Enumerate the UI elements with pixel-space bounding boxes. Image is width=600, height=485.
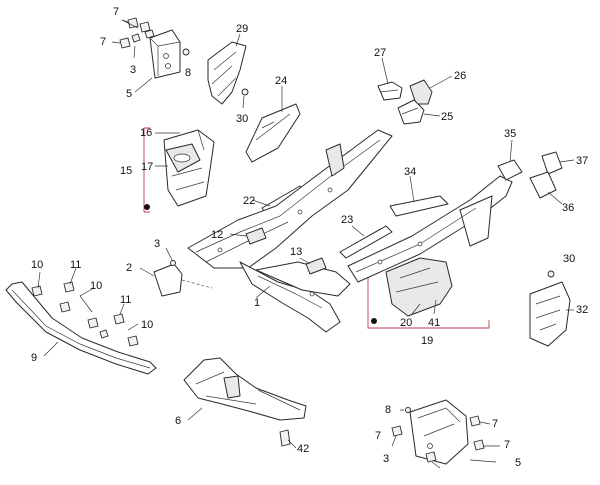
label-p3b: 3 xyxy=(154,238,160,250)
label-p42: 42 xyxy=(297,443,309,455)
label-p5a: 5 xyxy=(126,88,132,100)
label-p29: 29 xyxy=(236,23,248,35)
part-right-frame-rail xyxy=(347,175,513,283)
part-5-bottom-bracket xyxy=(409,399,469,465)
label-p2: 2 xyxy=(126,262,132,274)
part-8-top-nut xyxy=(182,48,190,56)
part-8-bottom-nut xyxy=(405,407,411,413)
label-p10a: 10 xyxy=(31,259,43,271)
label-p1: 1 xyxy=(254,297,260,309)
label-p26: 26 xyxy=(454,70,466,82)
label-p9: 9 xyxy=(31,352,37,364)
part-20-41-shield xyxy=(385,257,453,317)
part-30-top-clip xyxy=(241,88,249,96)
label-p6: 6 xyxy=(175,415,181,427)
part-6-crossmember xyxy=(183,357,307,421)
part-3-bolt xyxy=(170,260,176,266)
group-15-dot xyxy=(144,204,150,210)
part-13-bracket xyxy=(305,257,327,275)
label-p17: 17 xyxy=(141,161,153,173)
part-29-shield xyxy=(207,41,247,105)
part-24-bracket xyxy=(245,103,301,163)
label-p15: 15 xyxy=(120,165,132,177)
part-27-bracket xyxy=(377,81,403,101)
label-p30b: 30 xyxy=(563,253,575,265)
part-7-bottom-bolts xyxy=(391,415,485,463)
label-p25: 25 xyxy=(441,111,453,123)
part-10-11-fasteners xyxy=(31,281,139,347)
label-p41: 41 xyxy=(428,317,440,329)
part-7-top-bolts xyxy=(119,17,155,49)
label-p11a: 11 xyxy=(70,259,81,271)
label-p34: 34 xyxy=(404,166,416,178)
label-p8b: 8 xyxy=(385,404,391,416)
label-p37: 37 xyxy=(576,155,588,167)
label-p7a: 7 xyxy=(113,6,119,18)
group-bracket-15 xyxy=(143,127,150,213)
label-p7d: 7 xyxy=(375,430,381,442)
label-p7c: 7 xyxy=(492,418,498,430)
label-p3a: 3 xyxy=(130,64,136,76)
part-42-bolt xyxy=(279,429,291,447)
label-p20: 20 xyxy=(400,317,412,329)
part-2-bracket xyxy=(153,263,213,297)
label-p10c: 10 xyxy=(141,319,153,331)
group-bracket-19 xyxy=(367,275,490,329)
label-p19: 19 xyxy=(421,335,433,347)
group-19-dot xyxy=(371,318,377,324)
part-9-bar xyxy=(5,281,157,375)
label-p24: 24 xyxy=(275,75,287,87)
part-30-right-clip xyxy=(547,270,555,278)
label-p22: 22 xyxy=(243,195,255,207)
label-p13: 13 xyxy=(290,246,302,258)
part-32-side-panel xyxy=(529,281,571,347)
part-37-bracket xyxy=(541,151,563,175)
label-p27: 27 xyxy=(374,47,386,59)
label-p30a: 30 xyxy=(236,113,248,125)
label-p7b: 7 xyxy=(100,36,106,48)
part-34-beam xyxy=(389,175,449,217)
label-p8a: 8 xyxy=(185,67,191,79)
label-p23: 23 xyxy=(341,214,353,226)
part-36-bracket xyxy=(529,171,557,199)
label-p3c: 3 xyxy=(383,453,389,465)
part-25-bracket xyxy=(397,99,425,125)
part-23-rail xyxy=(339,225,393,259)
part-5-top-bracket xyxy=(149,29,181,79)
label-p36: 36 xyxy=(562,202,574,214)
label-p7e: 7 xyxy=(504,439,510,451)
label-p16: 16 xyxy=(140,127,152,139)
label-p10b: 10 xyxy=(90,280,102,292)
part-16-17-assembly xyxy=(163,129,215,207)
part-1-main-frame xyxy=(187,129,393,333)
label-p12: 12 xyxy=(211,229,223,241)
part-12-bracket xyxy=(245,227,267,245)
label-p5b: 5 xyxy=(515,457,521,469)
label-p11b: 11 xyxy=(120,294,131,306)
part-35-bracket xyxy=(497,159,523,181)
label-p32: 32 xyxy=(576,304,588,316)
label-p35: 35 xyxy=(504,128,516,140)
